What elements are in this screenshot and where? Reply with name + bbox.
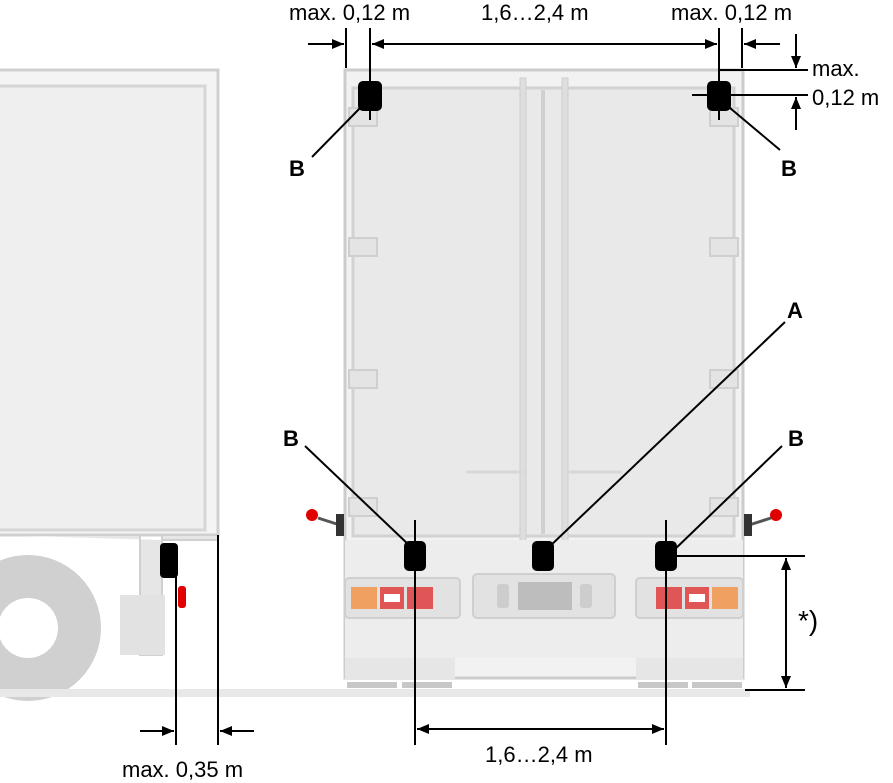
dim-bottom-left-label: max. 0,35 m <box>122 757 243 782</box>
dim-right-value-label: 0,12 m <box>812 85 879 110</box>
marker-label-a: A <box>787 298 803 323</box>
marker-a-center <box>532 541 554 571</box>
marker-label-b-top-left: B <box>289 156 305 181</box>
end-outline-lamp-left <box>306 509 344 536</box>
dim-top-left-label: max. 0,12 m <box>289 0 410 25</box>
side-marker-lamp <box>160 543 178 578</box>
reflective-markers <box>358 81 731 571</box>
end-outline-lamp-right <box>744 509 782 536</box>
marker-label-b-top-right: B <box>781 156 797 181</box>
ground-line <box>0 689 750 697</box>
height-note-label: *) <box>798 605 818 636</box>
side-view-trailer <box>0 68 220 711</box>
marker-b-bottom-left <box>404 541 426 571</box>
marker-label-b-bottom-right: B <box>788 426 804 451</box>
dim-top-center-label: 1,6…2,4 m <box>481 0 589 25</box>
marker-b-top-left <box>358 81 382 111</box>
dim-bottom-center-label: 1,6…2,4 m <box>485 742 593 767</box>
marker-b-bottom-right <box>655 541 677 571</box>
dim-top-right-label: max. 0,12 m <box>671 0 792 25</box>
marker-b-top-right <box>707 81 731 111</box>
dimension-lines <box>140 28 808 745</box>
arrowheads <box>162 39 801 736</box>
dim-right-max-label: max. <box>812 56 860 81</box>
rear-view-trailer <box>306 68 782 688</box>
marker-label-b-bottom-left: B <box>283 426 299 451</box>
